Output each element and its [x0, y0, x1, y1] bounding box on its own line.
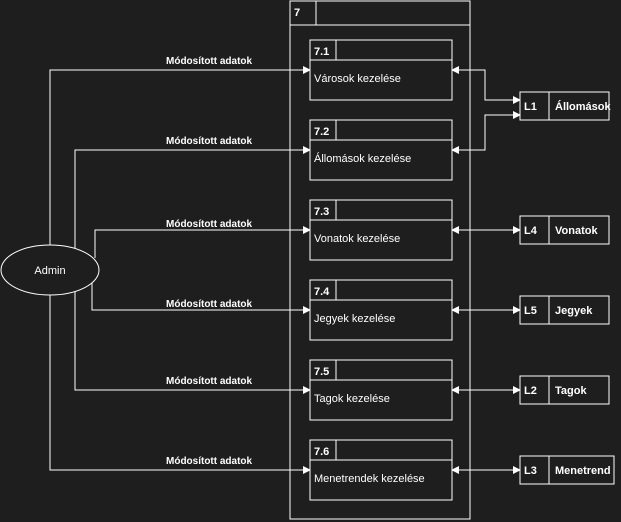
process-name: Állomások kezelése — [314, 152, 411, 165]
process-name: Jegyek kezelése — [314, 313, 395, 325]
store-l1[interactable]: L1 Állomások — [519, 91, 612, 121]
flow-label: Módosított adatok — [166, 136, 253, 147]
store-l3[interactable]: L3 Menetrend — [519, 455, 615, 485]
store-name: Jegyek — [555, 305, 593, 317]
process-id: 7.6 — [314, 446, 329, 458]
admin-flows — [49, 66, 311, 474]
admin-entity[interactable]: Admin — [0, 244, 100, 296]
flow-label: Módosított adatok — [166, 456, 253, 467]
store-l5[interactable]: L5 Jegyek — [519, 295, 610, 325]
store-id: L4 — [524, 225, 538, 237]
store-name: Menetrend — [555, 465, 611, 477]
process-7-6[interactable]: 7.6 Menetrendek kezelése — [309, 439, 453, 501]
store-flows — [451, 66, 521, 474]
store-name: Vonatok — [555, 225, 598, 237]
process-id: 7.2 — [314, 126, 329, 138]
process-id: 7.5 — [314, 366, 329, 378]
flow-label: Módosított adatok — [166, 299, 253, 310]
store-l4[interactable]: L4 Vonatok — [519, 215, 610, 245]
process-name: Vonatok kezelése — [314, 233, 400, 245]
flow-label: Módosított adatok — [166, 219, 253, 230]
flow-label: Módosított adatok — [166, 376, 253, 387]
process-7-1[interactable]: 7.1 Városok kezelése — [309, 39, 453, 101]
process-7-4[interactable]: 7.4 Jegyek kezelése — [309, 279, 453, 341]
store-id: L1 — [524, 101, 537, 113]
admin-label: Admin — [34, 265, 65, 277]
process-name: Városok kezelése — [314, 73, 401, 85]
flow-label: Módosított adatok — [166, 56, 253, 67]
process-id: 7.1 — [314, 46, 329, 58]
store-l2[interactable]: L2 Tagok — [519, 375, 610, 405]
store-name: Állomások — [555, 100, 612, 113]
process-name: Tagok kezelése — [314, 393, 390, 405]
store-id: L3 — [524, 465, 537, 477]
process-7-5[interactable]: 7.5 Tagok kezelése — [309, 359, 453, 421]
process-id: 7.3 — [314, 206, 329, 218]
process-name: Menetrendek kezelése — [314, 473, 425, 485]
outer-process-id: 7 — [294, 7, 300, 19]
store-name: Tagok — [555, 385, 587, 397]
process-7-3[interactable]: 7.3 Vonatok kezelése — [309, 199, 453, 261]
store-id: L5 — [524, 305, 537, 317]
process-7-2[interactable]: 7.2 Állomások kezelése — [309, 119, 453, 181]
process-id: 7.4 — [314, 286, 330, 298]
store-id: L2 — [524, 385, 537, 397]
